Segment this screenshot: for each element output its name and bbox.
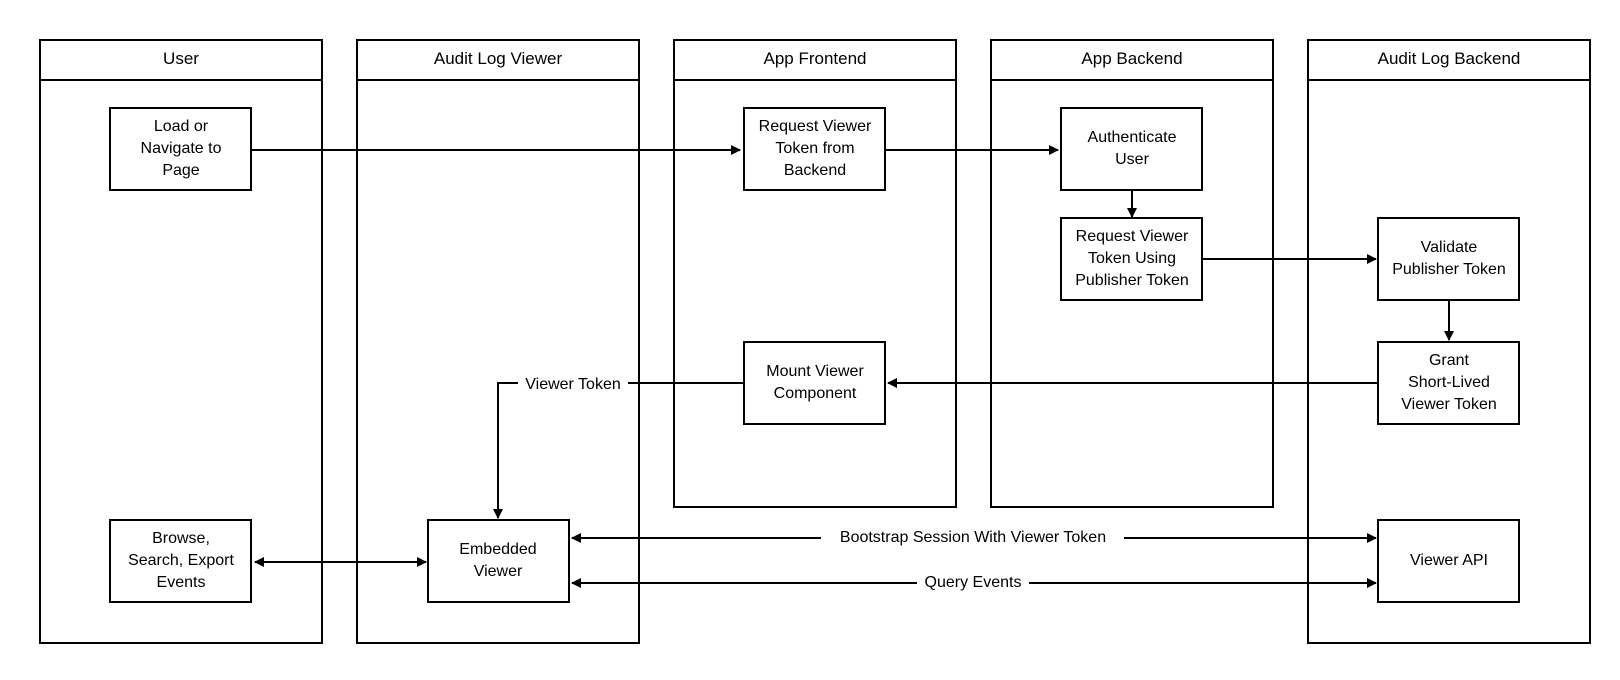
node-embedded-viewer-line-1: Embedded bbox=[459, 541, 536, 558]
node-grant-token: Grant Short-Lived Viewer Token bbox=[1377, 341, 1520, 425]
node-authenticate-user: Authenticate User bbox=[1060, 107, 1203, 191]
node-grant-token-line-2: Short-Lived bbox=[1408, 374, 1490, 391]
lane-user: User bbox=[39, 39, 323, 644]
node-browse-search-export: Browse, Search, Export Events bbox=[109, 519, 252, 603]
node-viewer-api-box bbox=[1377, 519, 1520, 603]
node-request-viewer-token-line-1: Request Viewer bbox=[759, 118, 872, 135]
lane-audit-log-backend-title: Audit Log Backend bbox=[1378, 49, 1521, 68]
node-viewer-api: Viewer API bbox=[1377, 519, 1520, 603]
node-request-viewer-token: Request Viewer Token from Backend bbox=[743, 107, 886, 191]
node-authenticate-user-box bbox=[1060, 107, 1203, 191]
lane-app-frontend-title: App Frontend bbox=[763, 49, 866, 68]
node-validate-publisher-line-1: Validate bbox=[1421, 239, 1478, 256]
node-authenticate-user-line-2: User bbox=[1115, 151, 1149, 168]
node-embedded-viewer-box bbox=[427, 519, 570, 603]
node-viewer-api-line-1: Viewer API bbox=[1410, 552, 1488, 569]
lane-user-title: User bbox=[163, 49, 199, 68]
node-embedded-viewer-line-2: Viewer bbox=[474, 563, 523, 580]
node-authenticate-user-line-1: Authenticate bbox=[1088, 129, 1177, 146]
node-browse-search-export-line-2: Search, Export bbox=[128, 552, 234, 569]
lane-app-backend: App Backend bbox=[990, 39, 1274, 508]
lane-audit-log-viewer: Audit Log Viewer bbox=[356, 39, 640, 644]
lane-user-border bbox=[39, 39, 323, 644]
edge-label-bootstrap: Bootstrap Session With Viewer Token bbox=[840, 529, 1106, 546]
node-mount-viewer: Mount Viewer Component bbox=[743, 341, 886, 425]
edge-label-query-events: Query Events bbox=[925, 574, 1022, 591]
lane-app-backend-border bbox=[990, 39, 1274, 508]
edge-label-viewer-token: Viewer Token bbox=[525, 376, 620, 393]
node-load-navigate-line-2: Navigate to bbox=[141, 140, 222, 157]
node-request-with-publisher: Request Viewer Token Using Publisher Tok… bbox=[1060, 217, 1203, 301]
node-request-with-publisher-line-3: Publisher Token bbox=[1075, 272, 1189, 289]
node-grant-token-box bbox=[1377, 341, 1520, 425]
node-validate-publisher: Validate Publisher Token bbox=[1377, 217, 1520, 301]
node-request-viewer-token-box bbox=[743, 107, 886, 191]
node-request-with-publisher-line-1: Request Viewer bbox=[1076, 228, 1189, 245]
lane-audit-log-backend: Audit Log Backend bbox=[1307, 39, 1591, 644]
node-browse-search-export-box bbox=[109, 519, 252, 603]
node-embedded-viewer: Embedded Viewer bbox=[427, 519, 570, 603]
node-validate-publisher-box bbox=[1377, 217, 1520, 301]
node-request-with-publisher-box bbox=[1060, 217, 1203, 301]
node-request-viewer-token-line-3: Backend bbox=[784, 162, 846, 179]
node-browse-search-export-line-1: Browse, bbox=[152, 530, 210, 547]
node-load-navigate: Load or Navigate to Page bbox=[109, 107, 252, 191]
node-validate-publisher-line-2: Publisher Token bbox=[1392, 261, 1506, 278]
node-grant-token-line-1: Grant bbox=[1429, 352, 1470, 369]
lane-audit-log-viewer-border bbox=[356, 39, 640, 644]
node-request-with-publisher-line-2: Token Using bbox=[1088, 250, 1176, 267]
lane-app-backend-title: App Backend bbox=[1081, 49, 1182, 68]
edge-viewer-token-to-embedded-viewer bbox=[493, 382, 518, 519]
node-load-navigate-box bbox=[109, 107, 252, 191]
lane-audit-log-backend-border bbox=[1307, 39, 1591, 644]
node-grant-token-line-3: Viewer Token bbox=[1401, 396, 1496, 413]
node-request-viewer-token-line-2: Token from bbox=[775, 140, 854, 157]
node-load-navigate-line-1: Load or bbox=[154, 118, 209, 135]
node-load-navigate-line-3: Page bbox=[162, 162, 199, 179]
node-mount-viewer-box bbox=[743, 341, 886, 425]
node-mount-viewer-line-1: Mount Viewer bbox=[766, 363, 864, 380]
node-mount-viewer-line-2: Component bbox=[774, 385, 857, 402]
lane-app-frontend: App Frontend bbox=[673, 39, 957, 508]
lane-audit-log-viewer-title: Audit Log Viewer bbox=[434, 49, 563, 68]
lane-app-frontend-border bbox=[673, 39, 957, 508]
node-browse-search-export-line-3: Events bbox=[157, 574, 206, 591]
